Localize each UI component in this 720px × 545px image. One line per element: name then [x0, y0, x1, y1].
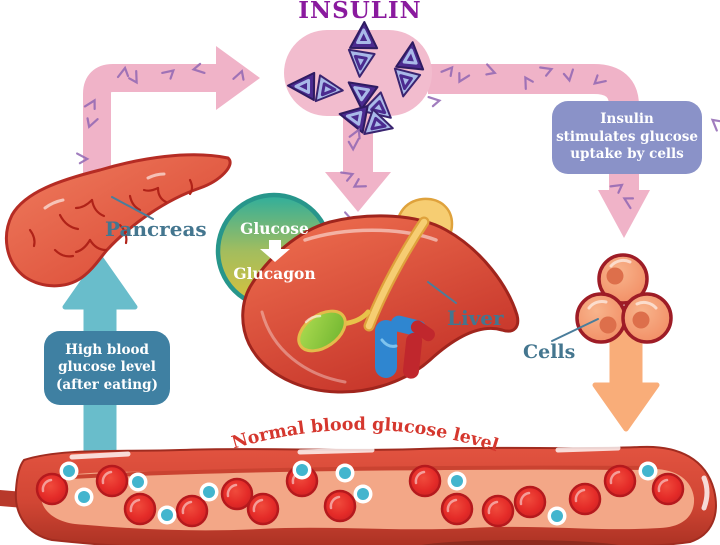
glucagon-label: Glucagon	[233, 264, 316, 283]
pancreas-illustration	[4, 153, 232, 288]
insulin-uptake-line-1: Insulin	[600, 111, 654, 128]
high-glucose-line-3: (after eating)	[56, 376, 158, 393]
insulin-uptake-callout: Insulin stimulates glucose uptake by cel…	[552, 101, 702, 174]
high-glucose-line-1: High blood	[65, 341, 149, 358]
glucose-label: Glucose	[240, 219, 309, 238]
down-arrow-icon	[259, 238, 290, 264]
liver-vessels	[375, 315, 435, 379]
pink-arrow-pancreas-to-insulin	[83, 46, 260, 176]
insulin-title: INSULIN	[298, 0, 422, 24]
high-glucose-line-2: glucose level	[58, 359, 156, 376]
glucose-glucagon-badge: Glucose Glucagon	[219, 197, 330, 305]
high-glucose-callout: High blood glucose level (after eating)	[44, 331, 170, 405]
gallbladder-illustration	[297, 309, 371, 353]
pointer-lines	[111, 196, 599, 342]
cells-illustration	[575, 253, 673, 344]
insulin-uptake-line-3: uptake by cells	[570, 146, 684, 163]
pancreas-label: Pancreas	[105, 217, 207, 241]
liver-label: Liver	[447, 306, 504, 330]
cells-label: Cells	[523, 341, 576, 363]
insulin-uptake-line-2: stimulates glucose	[556, 128, 698, 145]
